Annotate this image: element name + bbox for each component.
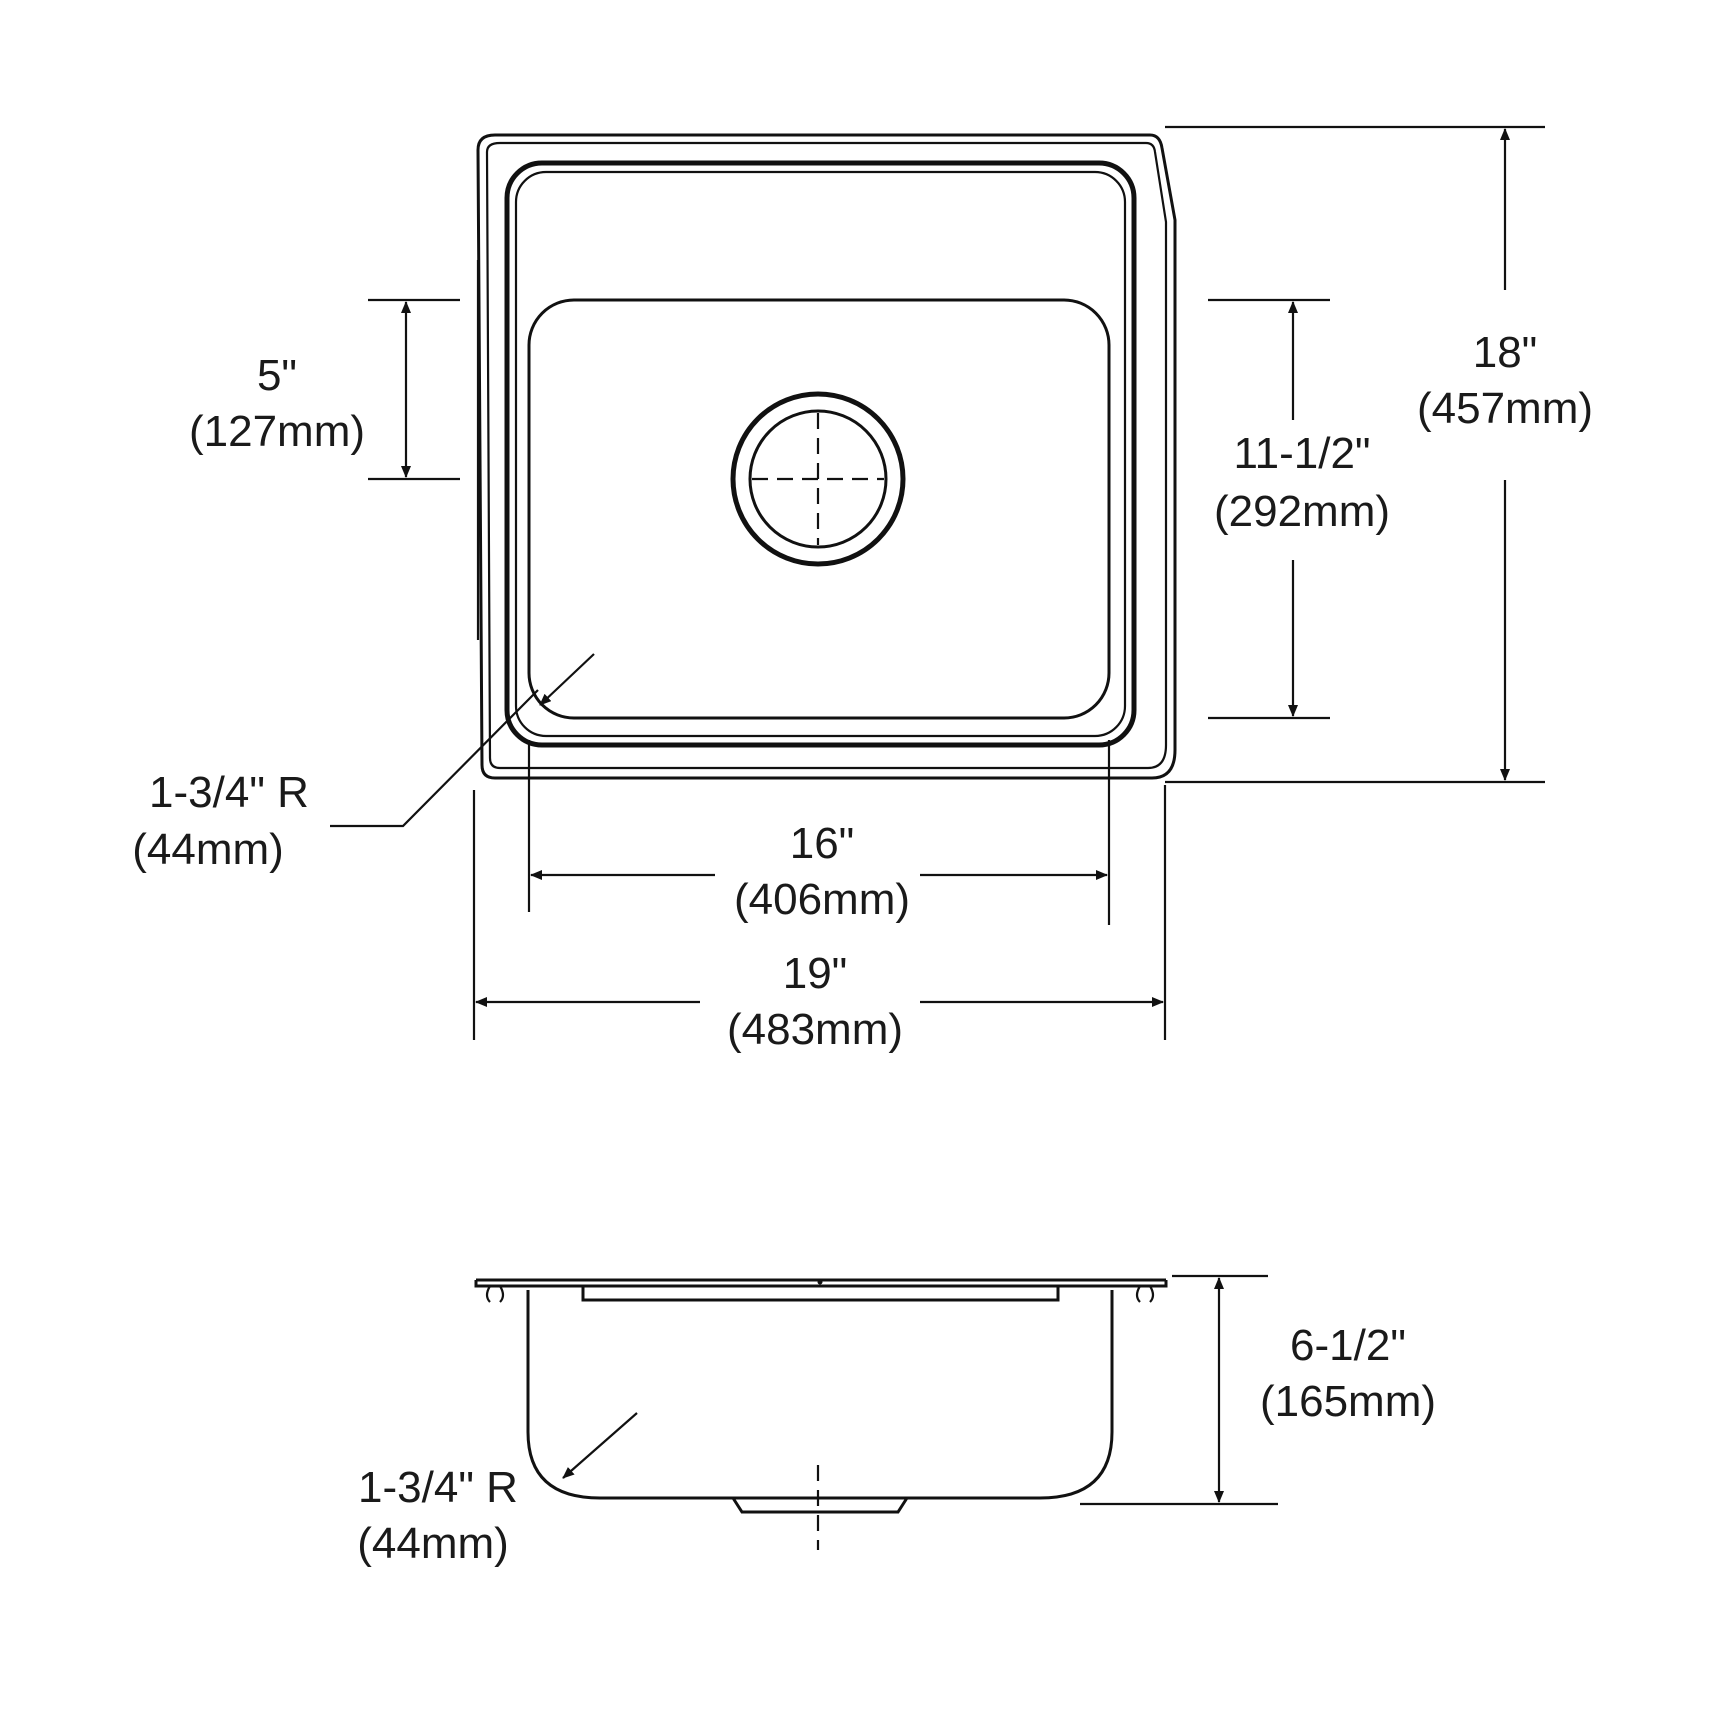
side-view: 6-1/2" (165mm) 1-3/4" R (44mm) — [357, 1274, 1436, 1568]
top-corner-radius-metric: (44mm) — [132, 825, 284, 874]
side-corner-radius-metric: (44mm) — [357, 1519, 509, 1568]
bowl-bottom — [527, 298, 1111, 720]
side-depth-metric: (165mm) — [1260, 1377, 1436, 1426]
bowl-depth-metric: (292mm) — [1214, 487, 1390, 536]
bowl-depth-imperial: 11-1/2" — [1233, 429, 1370, 478]
side-faucet-mark — [817, 1279, 823, 1285]
top-corner-radius-imperial: 1-3/4" R — [149, 768, 309, 817]
bowl-top-edge-inner — [514, 170, 1127, 738]
side-bowl-profile — [526, 1290, 1114, 1500]
side-flange-clip-right — [1135, 1285, 1155, 1303]
side-corner-radius-arrow — [562, 1412, 638, 1479]
side-corner-radius-imperial: 1-3/4" R — [358, 1463, 518, 1512]
overall-width-metric: (483mm) — [727, 1005, 903, 1054]
side-deck-channel — [581, 1286, 1060, 1302]
corner-radius-arrow — [539, 653, 595, 706]
side-drain-body — [731, 1497, 909, 1514]
bowl-top-edge — [504, 160, 1137, 748]
drain-outer — [730, 391, 906, 567]
corner-radius-leader — [330, 689, 539, 828]
drain-offset-imperial: 5" — [257, 351, 297, 400]
overall-depth-metric: (457mm) — [1417, 384, 1593, 433]
bowl-width-imperial: 16" — [790, 819, 855, 868]
sink-outer-rim — [476, 133, 1177, 780]
overall-depth-imperial: 18" — [1473, 328, 1538, 377]
drain-offset-metric: (127mm) — [189, 407, 365, 456]
drain-inner — [748, 409, 888, 549]
top-view: 18" (457mm) 11-1/2" (292mm) 5" (127mm) 1… — [132, 125, 1593, 1054]
bowl-width-metric: (406mm) — [734, 875, 910, 924]
sink-rim-inner-edge — [485, 141, 1168, 770]
overall-width-imperial: 19" — [783, 949, 848, 998]
side-flange-clip-left — [485, 1285, 505, 1303]
side-depth-imperial: 6-1/2" — [1290, 1321, 1406, 1370]
